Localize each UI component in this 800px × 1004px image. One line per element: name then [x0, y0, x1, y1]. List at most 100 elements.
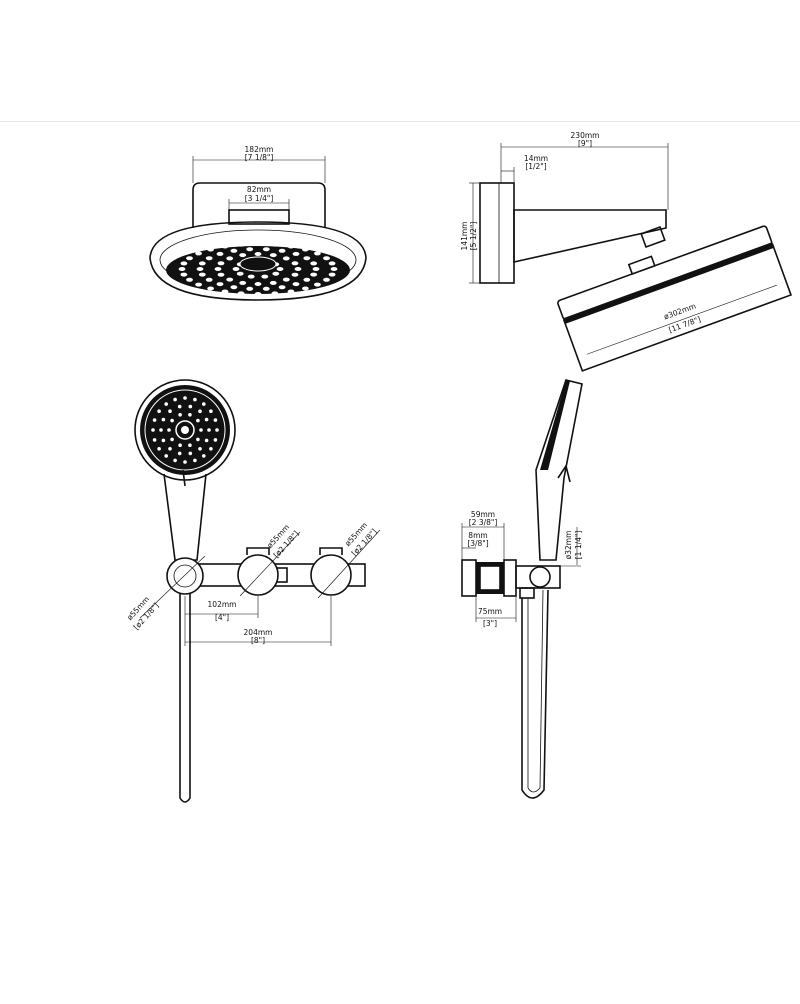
shower-arm	[513, 209, 667, 263]
nozzle	[328, 261, 336, 266]
nozzle	[207, 286, 215, 291]
hand-nozzle	[152, 438, 157, 442]
hand-nozzle	[193, 397, 197, 402]
dim-leader-knob2	[317, 529, 381, 599]
hand-nozzle	[151, 428, 155, 432]
nozzle	[272, 271, 280, 276]
nozzle	[323, 256, 330, 261]
nozzle	[254, 292, 262, 296]
hand-nozzle	[168, 447, 172, 451]
nozzle	[230, 285, 238, 290]
hand-nozzle	[183, 396, 187, 400]
nozzle	[237, 242, 245, 247]
nozzle	[292, 251, 300, 256]
nozzle	[323, 277, 330, 282]
hand-nozzle	[177, 404, 182, 409]
nozzle	[254, 252, 262, 256]
valve-knob-1	[237, 554, 279, 596]
hand-nozzle	[188, 443, 192, 448]
side-collar	[503, 559, 517, 597]
hand-nozzle	[202, 402, 206, 406]
dim-text-182mm: 182mm	[245, 145, 274, 154]
nozzle	[278, 248, 286, 253]
dim-text-230mm: 230mm	[571, 131, 600, 140]
hand-shower-handle	[163, 473, 207, 561]
shower-arm-collar	[228, 209, 290, 225]
dim-text-8mm: 8mm	[468, 531, 487, 540]
dim-text-102in: [4"]	[215, 613, 229, 622]
dim-text-82in: [3 1/4"]	[245, 194, 274, 203]
handle-toggle	[182, 469, 186, 487]
nozzle	[221, 244, 229, 249]
nozzle	[282, 277, 290, 282]
handset-side-view: 59mm [2 3/8"] 8mm [3/8"] ø32mm [1 1/4"] …	[461, 379, 583, 799]
handset-front-view: ø55mm [ø2 1/8"] ø55mm [ø2 1/8"] ø55mm [ø…	[125, 379, 381, 803]
hand-nozzle	[161, 438, 166, 443]
nozzle	[230, 248, 238, 253]
nozzle	[314, 251, 321, 256]
hand-nozzle	[173, 397, 177, 402]
center-nozzle	[239, 256, 277, 272]
hand-nozzle	[188, 451, 193, 456]
nozzle	[276, 267, 284, 271]
handset-holder-inner	[173, 564, 197, 588]
hand-nozzle	[202, 454, 206, 458]
nozzle	[217, 261, 225, 266]
nozzle	[330, 267, 338, 271]
hand-nozzle	[164, 402, 168, 406]
wall-plate	[479, 182, 515, 284]
nozzle	[214, 267, 222, 271]
rain-head-band	[563, 242, 774, 324]
nozzle	[292, 282, 300, 287]
hand-nozzle	[207, 428, 211, 432]
dim-text-141mm: 141mm	[460, 222, 469, 251]
dim-text-8in: [3/8"]	[467, 539, 488, 548]
dim-text-204mm: 204mm	[244, 628, 273, 637]
hand-nozzle	[178, 443, 182, 448]
hand-nozzle	[198, 447, 202, 451]
nozzle	[291, 261, 299, 266]
dim-text-204in: [8"]	[251, 636, 265, 645]
nozzle	[216, 251, 224, 256]
nozzle	[186, 277, 193, 282]
nozzle	[303, 277, 311, 282]
hand-nozzle	[178, 413, 182, 417]
nozzle	[178, 267, 186, 271]
dim-text-75in: [3"]	[483, 619, 497, 628]
hand-spray-nozzles	[151, 396, 219, 464]
nozzle	[198, 272, 206, 277]
hand-nozzle	[164, 454, 168, 458]
nozzle	[287, 289, 295, 294]
dim-text-141in: [5 1/2"]	[469, 222, 478, 251]
rain-head-outline	[149, 221, 367, 301]
dim-text-32in: [1 1/4"]	[574, 531, 583, 560]
hand-nozzle	[188, 404, 193, 409]
nozzle	[278, 285, 286, 290]
hand-nozzle	[161, 417, 166, 422]
dim-text-59in: [2 3/8"]	[469, 518, 498, 527]
nozzle	[226, 256, 234, 261]
nozzle	[314, 282, 321, 287]
nozzle	[312, 267, 320, 271]
nozzle	[310, 272, 318, 277]
nozzle	[226, 277, 234, 282]
hand-nozzle	[168, 409, 172, 414]
hand-nozzle	[196, 437, 200, 442]
hand-nozzle	[159, 428, 163, 432]
valve-knob-2-cap	[319, 547, 343, 555]
nozzle	[282, 256, 290, 261]
nozzle	[262, 286, 270, 291]
spray-nozzles	[178, 242, 338, 296]
nozzle	[216, 282, 224, 287]
nozzle	[302, 286, 309, 291]
hand-nozzle	[198, 409, 202, 414]
nozzle	[239, 253, 247, 258]
nozzle	[196, 267, 204, 271]
nozzle	[180, 261, 188, 266]
hand-nozzle	[204, 438, 209, 443]
hand-nozzle	[215, 428, 219, 432]
page-divider	[0, 121, 800, 122]
nozzle	[254, 242, 262, 246]
rain-head-connector	[627, 255, 656, 275]
